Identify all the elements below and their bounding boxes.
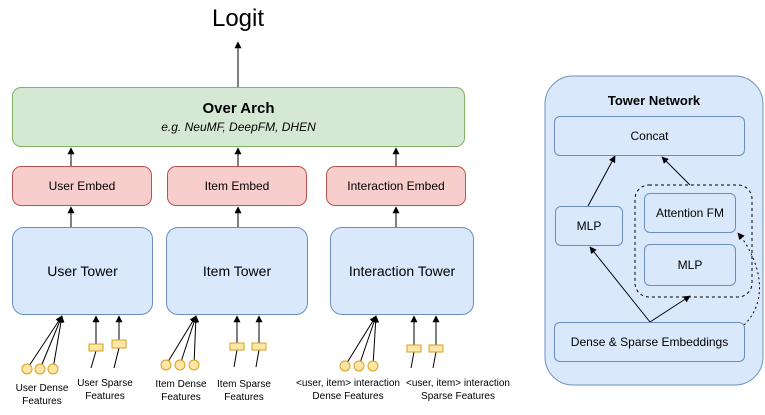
over-arch-title: Over Arch <box>202 100 275 117</box>
mlp-left-box: MLP <box>555 206 623 246</box>
item-sparse-features-icons <box>229 315 267 368</box>
inner-dashed-group <box>634 184 753 298</box>
user-embed-box: User Embed <box>12 166 152 206</box>
user-tower-box: User Tower <box>12 227 153 315</box>
attention-fm-box: Attention FM <box>644 193 736 233</box>
item-tower-box: Item Tower <box>166 227 308 315</box>
over-arch-subtitle: e.g. NeuMF, DeepFM, DHEN <box>161 120 316 134</box>
interaction-sparse-features-icons <box>406 315 444 369</box>
dense-sparse-embeddings-box: Dense & Sparse Embeddings <box>554 322 745 362</box>
item-embed-box: Item Embed <box>167 166 307 206</box>
concat-box: Concat <box>554 116 745 156</box>
item-dense-features-icons <box>160 315 200 371</box>
interaction-embed-box: Interaction Embed <box>326 166 466 206</box>
over-arch-box: Over Arch e.g. NeuMF, DeepFM, DHEN <box>12 87 465 147</box>
interaction-dense-features-icons <box>339 315 380 372</box>
tower-network-arrows <box>587 155 760 326</box>
user-sparse-features-icons <box>88 315 127 369</box>
tower-network-title: Tower Network <box>607 93 701 108</box>
logit-title: Logit <box>211 5 265 32</box>
user-dense-features-icons <box>21 315 65 375</box>
mlp-right-box: MLP <box>644 244 736 286</box>
interaction-tower-box: Interaction Tower <box>330 227 474 315</box>
